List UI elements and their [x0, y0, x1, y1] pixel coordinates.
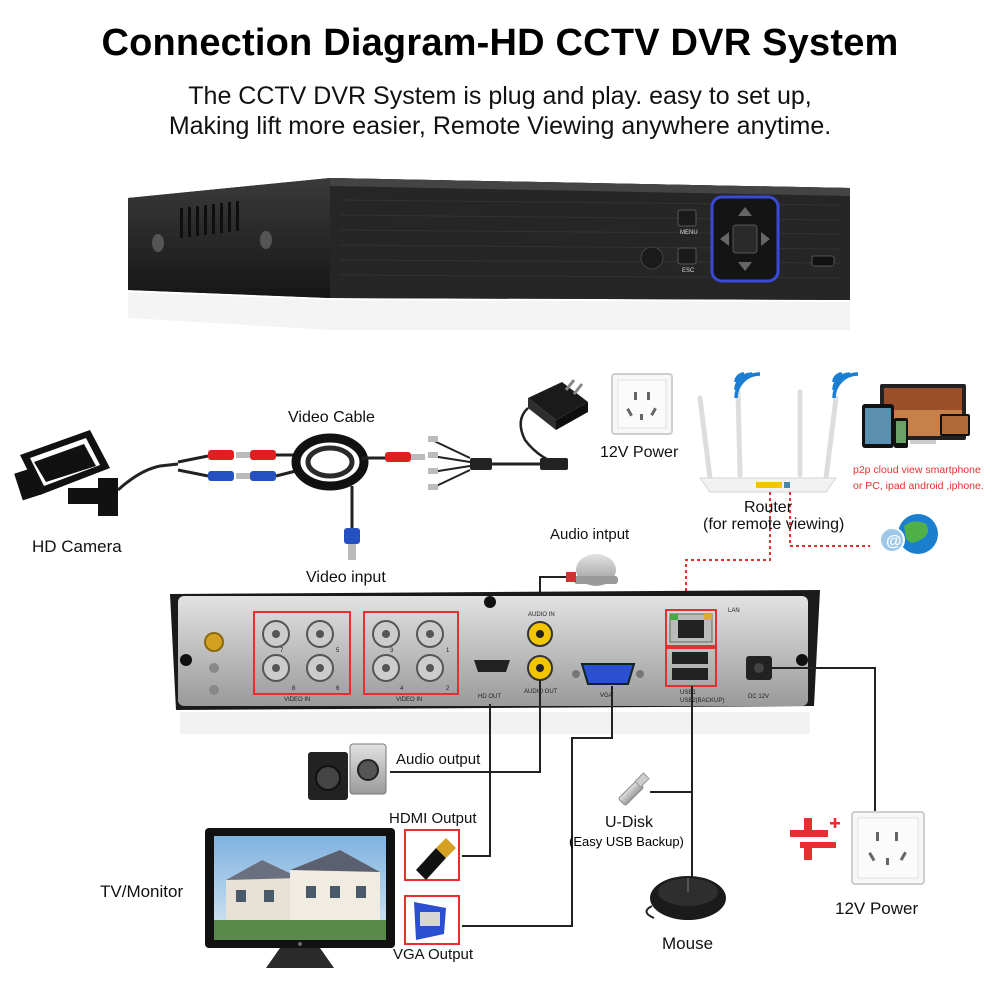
port-number-8: 8 — [292, 686, 296, 692]
video-in-label-left: VIDEO IN — [284, 697, 310, 703]
devices-illustration — [862, 384, 970, 448]
usb1-label: USB1 — [680, 690, 696, 696]
port-number-2: 2 — [446, 686, 450, 692]
svg-text:@: @ — [886, 533, 902, 550]
udisk-label: U-Disk — [605, 814, 653, 831]
mouse-label: Mouse — [662, 934, 714, 953]
hd-out-label: HD OUT — [478, 694, 501, 700]
router-label: Router — [744, 499, 793, 516]
vga-plug-icon — [404, 895, 460, 945]
wall-socket-icon — [611, 373, 673, 435]
microphone-icon — [566, 554, 618, 586]
dc12v-label: DC 12V — [748, 694, 769, 700]
wifi-icon — [734, 372, 859, 399]
router-sub-label: (for remote viewing) — [703, 516, 845, 533]
power-adapter-icon — [519, 379, 588, 468]
lan-label: LAN — [728, 608, 740, 614]
vga-label: VGA — [600, 693, 613, 699]
speaker-icon — [308, 743, 387, 800]
port-number-7: 7 — [280, 648, 284, 654]
connection-lines — [390, 667, 876, 927]
port-number-6: 6 — [336, 686, 340, 692]
subtitle-line-1: The CCTV DVR System is plug and play. ea… — [188, 82, 812, 110]
dvr-back-panel — [170, 590, 820, 734]
battery-icon — [790, 818, 840, 860]
camera-icon — [14, 430, 118, 516]
p2p-text-line-2: or PC, ipad android ,iphone. — [853, 480, 984, 492]
hdmi-plug-icon — [404, 829, 460, 881]
dvr-front-illustration — [128, 178, 850, 330]
vga-output-label: VGA Output — [393, 946, 474, 963]
internet-link-line — [789, 492, 870, 547]
audio-output-label: Audio output — [396, 751, 481, 768]
power-bottom-label: 12V Power — [835, 899, 919, 918]
audio-in-label: AUDIO IN — [528, 612, 555, 618]
audio-input-label: Audio intput — [550, 526, 630, 543]
udisk-sub-label: (Easy USB Backup) — [569, 834, 684, 849]
power-top-label: 12V Power — [600, 444, 679, 461]
tv-monitor-label: TV/Monitor — [100, 882, 184, 901]
router-icon — [697, 389, 839, 493]
monitor-icon — [205, 828, 395, 968]
globe-icon: @ — [879, 514, 938, 554]
menu-label: MENU — [680, 230, 698, 236]
esc-label: ESC — [682, 268, 695, 274]
port-number-3: 3 — [390, 648, 394, 654]
port-number-4: 4 — [400, 686, 404, 692]
mouse-icon — [645, 876, 726, 920]
port-number-5: 5 — [336, 648, 340, 654]
subtitle-line-2: Making lift more easier, Remote Viewing … — [168, 112, 832, 140]
video-in-label-right: VIDEO IN — [396, 697, 422, 703]
page-title: Connection Diagram-HD CCTV DVR System — [101, 22, 899, 64]
hd-camera-label: HD Camera — [32, 537, 122, 556]
video-cable-label: Video Cable — [288, 409, 375, 426]
video-cable-illustration — [177, 433, 568, 560]
usb2-label: USB2(BACKUP) — [680, 698, 724, 704]
video-input-label: Video input — [306, 569, 386, 586]
usb-stick-icon — [618, 772, 650, 806]
lan-link-line — [685, 492, 771, 618]
port-number-1: 1 — [446, 648, 450, 654]
p2p-text-line-1: p2p cloud view smartphone — [853, 464, 981, 476]
hdmi-output-label: HDMI Output — [389, 810, 477, 827]
wall-socket-icon-bottom — [851, 811, 925, 885]
